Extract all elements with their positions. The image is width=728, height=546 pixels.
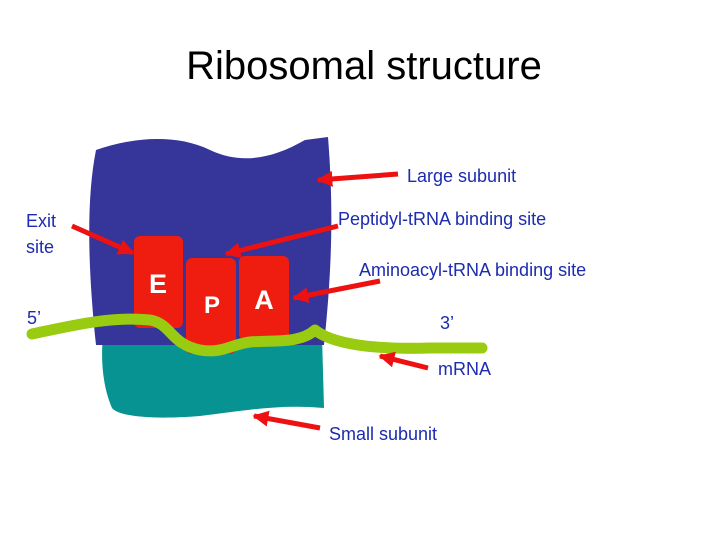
site-e-letter: E [149, 269, 167, 299]
aminoacyl-site-label: Aminoacyl-tRNA binding site [359, 260, 587, 280]
large-subunit-label: Large subunit [407, 166, 517, 186]
three-prime-label: 3’ [440, 313, 455, 333]
site-p-letter: P [204, 292, 220, 319]
mrna-label: mRNA [438, 359, 491, 379]
five-prime-label: 5’ [27, 308, 42, 328]
exit-site-arrow [70, 223, 135, 256]
aminoacyl-site-arrow [292, 278, 381, 304]
peptidyl-site-label: Peptidyl-tRNA binding site [338, 209, 547, 229]
exit-site-label: Exit site [26, 211, 57, 257]
aminoacyl-site-block [239, 256, 289, 340]
peptidyl-site-arrow [224, 223, 339, 259]
small-subunit-label: Small subunit [329, 424, 438, 444]
site-a-letter: A [254, 285, 274, 315]
mrna-strand [26, 313, 488, 357]
large-subunit-arrow [316, 170, 399, 187]
peptidyl-site-block [186, 258, 236, 354]
small-subunit-arrow [252, 410, 321, 431]
exit-site-block [134, 236, 183, 328]
mrna-arrow [378, 351, 429, 371]
page-title: Ribosomal structure [186, 44, 542, 88]
